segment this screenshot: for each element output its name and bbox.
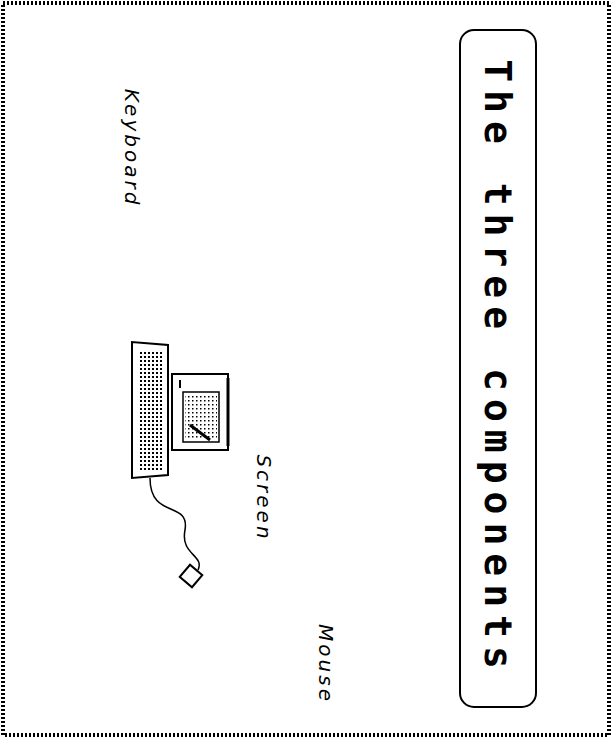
title: The three components xyxy=(476,59,520,677)
keyboard-body xyxy=(132,342,168,478)
monitor-top xyxy=(227,378,230,446)
mouse-body xyxy=(180,565,203,588)
part-label: Mouse xyxy=(314,624,338,704)
keyboard-keys xyxy=(138,350,162,470)
page-border xyxy=(3,3,609,735)
screen-pointer xyxy=(190,425,210,440)
computer-icon xyxy=(132,342,228,587)
part-label: Screen xyxy=(252,454,276,541)
monitor-screen xyxy=(183,392,219,442)
drive-slot xyxy=(179,380,181,388)
monitor-body xyxy=(172,374,228,450)
title-frame xyxy=(460,30,536,707)
part-label: Keyboard xyxy=(120,89,144,208)
mouse-cord xyxy=(150,478,199,570)
screen-pattern xyxy=(185,394,217,440)
